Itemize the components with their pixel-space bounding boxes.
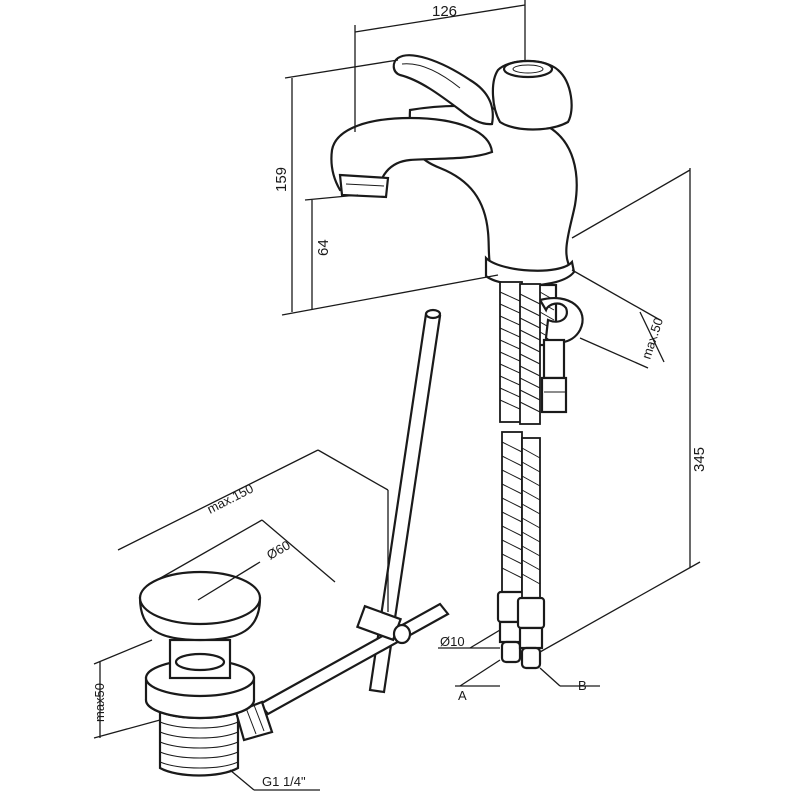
dim-total-height: 159	[273, 167, 290, 192]
pop-up-rod	[258, 308, 450, 716]
dim-drain-diameter: Ø60	[264, 537, 293, 562]
dim-hose-length: 345	[691, 447, 708, 472]
flexible-hose-a	[496, 281, 526, 664]
dim-drain-length: max.150	[205, 481, 256, 517]
dimension-lines	[93, 0, 701, 791]
mounting-hardware	[536, 283, 584, 414]
label-hose-b: B	[578, 678, 587, 693]
dim-spout-reach: 126	[432, 3, 457, 20]
dim-counter-thickness: max.50	[639, 316, 666, 361]
dim-hose-diameter: Ø10	[440, 634, 465, 649]
faucet-body	[330, 54, 578, 287]
flexible-hose-b	[516, 283, 546, 670]
dim-spout-height: 64	[315, 239, 332, 256]
dim-drain-thread: G1 1/4"	[262, 774, 306, 789]
pop-up-drain	[138, 570, 274, 777]
dim-drain-height: max50	[92, 683, 107, 722]
label-hose-a: A	[458, 688, 467, 703]
